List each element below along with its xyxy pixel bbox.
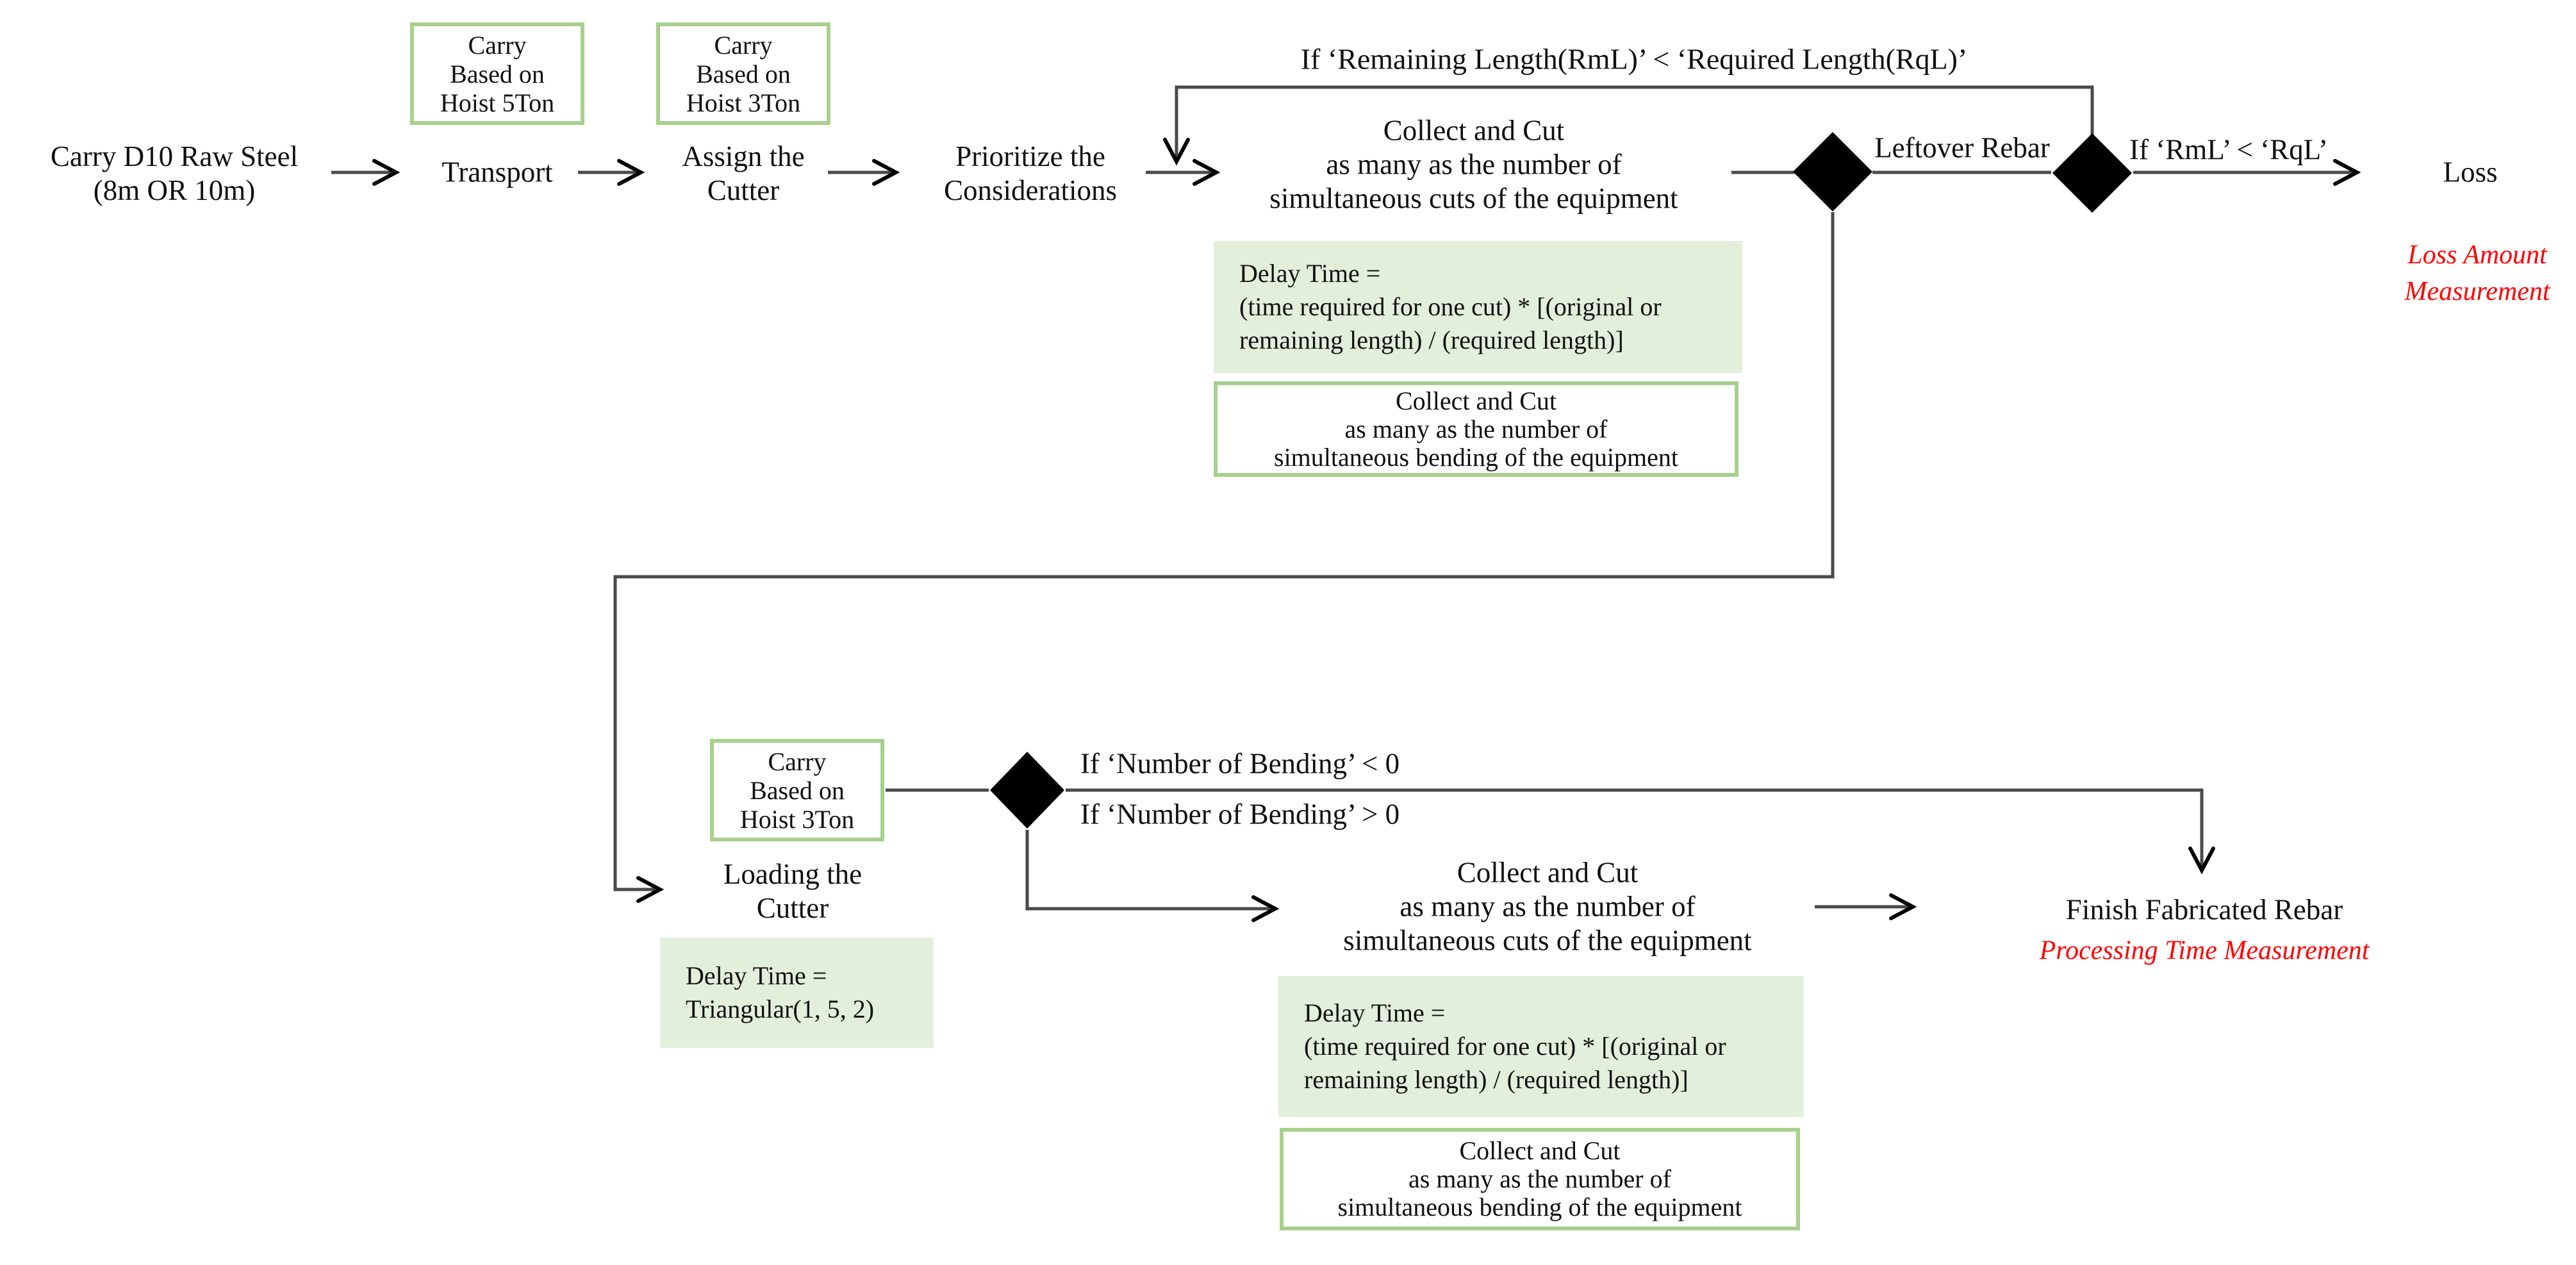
label-number-of-bending-lt0: If ‘Number of Bending’ < 0 — [1080, 747, 1400, 780]
node-prioritize-considerations: Prioritize the Considerations — [944, 140, 1117, 206]
note-loss-amount-measurement: Loss Amount Measurement — [2404, 240, 2550, 306]
decision-diamond-icon — [1793, 132, 1872, 211]
annotation-text: Collect and Cut as many as the number of… — [1274, 386, 1678, 472]
decision-diamond-icon — [2052, 133, 2132, 213]
label-rml-rql-condition: If ‘RmL’ < ‘RqL’ — [2129, 133, 2328, 166]
connector-bending-lt0-to-finish — [1066, 788, 2215, 875]
decision-diamond-icon — [990, 752, 1064, 829]
annotation-box-hoist-3ton: Carry Based on Hoist 3Ton — [710, 739, 884, 841]
node-collect-and-cut-2: Collect and Cut as many as the number of… — [1343, 856, 1752, 957]
annotation-text: Delay Time = (time required for one cut)… — [1304, 998, 1726, 1094]
annotation-box-delay-loading: Delay Time = Triangular(1, 5, 2) — [660, 938, 934, 1048]
annotation-text: Delay Time = (time required for one cut)… — [1239, 259, 1662, 354]
annotation-text: Carry Based on Hoist 5Ton — [440, 30, 555, 117]
label-feedback-condition: If ‘Remaining Length(RmL)’ < ‘Required L… — [1300, 42, 1968, 76]
node-loading-the-cutter: Loading the Cutter — [723, 858, 863, 924]
node-finish-fabricated-rebar: Finish Fabricated Rebar — [2065, 893, 2343, 926]
label-number-of-bending-gt0: If ‘Number of Bending’ > 0 — [1080, 798, 1400, 831]
node-assign-the-cutter: Assign the Cutter — [682, 140, 805, 206]
connector-bending-gt0-to-collect — [1025, 830, 1280, 922]
node-loss: Loss — [2443, 156, 2498, 188]
connector-feedback-loop — [1163, 85, 2094, 166]
annotation-box-bending-capacity-1: Collect and Cut as many as the number of… — [1214, 381, 1738, 477]
label-leftover-rebar: Leftover Rebar — [1874, 131, 2050, 164]
annotation-box-delay-cut-2: Delay Time = (time required for one cut)… — [1278, 976, 1804, 1117]
annotation-text: Collect and Cut as many as the number of… — [1337, 1136, 1742, 1221]
note-processing-time-measurement: Processing Time Measurement — [2039, 936, 2370, 966]
annotation-text: Carry Based on Hoist 3Ton — [739, 747, 855, 834]
node-carry-d10-raw-steel: Carry D10 Raw Steel (8m OR 10m) — [50, 140, 299, 206]
annotation-box-delay-cut-1: Delay Time = (time required for one cut)… — [1214, 241, 1742, 373]
annotation-text: Delay Time = Triangular(1, 5, 2) — [686, 961, 875, 1023]
node-transport: Transport — [442, 156, 553, 188]
annotation-box-bending-capacity-2: Collect and Cut as many as the number of… — [1280, 1128, 1800, 1230]
annotation-box-hoist-3ton: Carry Based on Hoist 3Ton — [656, 22, 830, 125]
annotation-box-hoist-5ton: Carry Based on Hoist 5Ton — [410, 22, 584, 125]
connector-decision1-to-loading — [613, 212, 1835, 903]
node-collect-and-cut-1: Collect and Cut as many as the number of… — [1269, 114, 1678, 215]
annotation-text: Carry Based on Hoist 3Ton — [686, 30, 801, 117]
